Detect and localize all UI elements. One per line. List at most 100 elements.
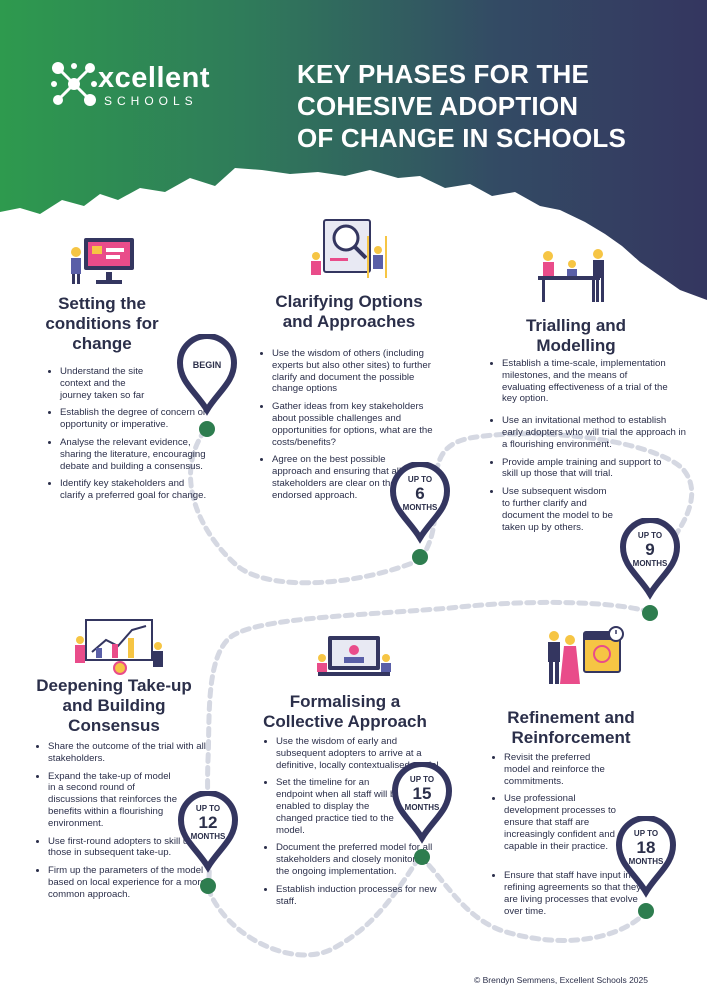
phase-5-title-line: Collective Approach xyxy=(263,712,427,731)
begin-marker: BEGIN xyxy=(176,332,238,438)
marker-number: 15 xyxy=(412,784,432,803)
phase-1-illustration xyxy=(71,238,134,284)
brand-logo: xcellent SCHOOLS xyxy=(48,58,258,118)
phase-4-title-line: and Building xyxy=(62,696,166,715)
marker-label: MONTHS xyxy=(632,559,668,568)
phase-6-point: Ensure that staff have input into refini… xyxy=(504,870,644,917)
marker-number: 9 xyxy=(645,540,655,559)
phase-5-title: Formalising a Collective Approach xyxy=(250,692,440,732)
marker-label: MONTHS xyxy=(190,832,226,841)
phase-2-point: Use the wisdom of others (including expe… xyxy=(272,348,440,395)
point-text: Gather ideas from key stakeholders about… xyxy=(272,401,433,448)
phase-6-point: Revisit the preferred model and reinforc… xyxy=(504,752,610,787)
phase-2-title-line: and Approaches xyxy=(282,312,416,331)
point-text: Set the timeline for an endpoint when al… xyxy=(276,777,401,836)
point-text: Use subsequent wisdom to further clarify… xyxy=(502,486,613,533)
point-text: Establish induction processes for new st… xyxy=(276,883,437,907)
point-text: Identify key stakeholders and clarify a … xyxy=(60,478,207,502)
map-pin-icon xyxy=(389,460,451,565)
phase-2-illustration xyxy=(311,219,387,278)
phase-3-point: Use subsequent wisdom to further clarify… xyxy=(502,486,614,533)
phase-2-title-line: Clarifying Options xyxy=(275,292,423,311)
brand-subtitle: SCHOOLS xyxy=(104,94,198,108)
phase-2-point: Gather ideas from key stakeholders about… xyxy=(272,401,440,448)
phase-4-points: Share the outcome of the trial with all … xyxy=(34,741,208,907)
phase-1-title-line: change xyxy=(72,334,132,353)
phase-2-title: Clarifying Options and Approaches xyxy=(254,292,444,332)
marker-number: 18 xyxy=(636,838,656,857)
point-text: Ensure that staff have input into refini… xyxy=(504,870,642,917)
phase-4-illustration xyxy=(75,619,163,675)
point-text: Use the wisdom of others (including expe… xyxy=(272,348,431,395)
map-pin-icon xyxy=(615,814,677,919)
phase-5-title-line: Formalising a xyxy=(289,692,401,711)
marker-label: UP TO xyxy=(633,829,659,838)
phase-1-title-line: conditions for xyxy=(45,314,159,333)
month-6-marker: UP TO 6 MONTHS xyxy=(389,460,451,566)
map-pin-icon xyxy=(177,789,239,894)
phase-4-point: Share the outcome of the trial with all … xyxy=(48,741,208,765)
point-text: Use the wisdom of early and subsequent a… xyxy=(276,736,442,771)
month-15-marker: UP TO 15 MONTHS xyxy=(391,760,453,866)
point-text: Document the preferred model for all sta… xyxy=(276,842,433,877)
phase-3-point: Provide ample training and support to sk… xyxy=(502,457,662,481)
copyright-footer: © Brendyn Semmens, Excellent Schools 202… xyxy=(474,975,648,985)
molecule-x-icon xyxy=(51,62,97,106)
title-line: KEY PHASES FOR THE xyxy=(297,59,590,89)
marker-number: 6 xyxy=(415,484,425,503)
phase-5-point: Use the wisdom of early and subsequent a… xyxy=(276,736,444,771)
phase-4-point: Firm up the parameters of the model base… xyxy=(48,865,208,900)
phase-4-point: Expand the take-up of model in a second … xyxy=(48,771,178,830)
point-text: Understand the site context and the jour… xyxy=(60,366,145,401)
title-line: OF CHANGE IN SCHOOLS xyxy=(297,123,627,153)
phase-5-points: Use the wisdom of early and subsequent a… xyxy=(262,736,444,913)
phase-1-title-line: Setting the xyxy=(58,294,146,313)
phase-6-illustration xyxy=(548,626,624,684)
phase-6-points: Revisit the preferred model and reinforc… xyxy=(490,752,664,924)
phase-4-title-line: Consensus xyxy=(68,716,160,735)
marker-label: MONTHS xyxy=(402,503,438,512)
point-text: Revisit the preferred model and reinforc… xyxy=(504,752,605,787)
marker-label: UP TO xyxy=(409,775,435,784)
point-text: Share the outcome of the trial with all … xyxy=(48,741,206,764)
point-text: Provide ample training and support to sk… xyxy=(502,456,662,480)
phase-2-point: Agree on the best possible approach and … xyxy=(272,454,404,501)
phase-5-point: Set the timeline for an endpoint when al… xyxy=(276,777,408,836)
phase-6-title-line: Refinement and xyxy=(507,708,635,727)
phase-1-point: Establish the degree of concern or oppor… xyxy=(60,407,210,431)
phase-6-title-line: Reinforcement xyxy=(511,728,631,747)
phase-5-illustration xyxy=(317,636,391,676)
brand-name: xcellent xyxy=(98,62,210,94)
phase-3-point: Use an invitational method to establish … xyxy=(502,415,688,450)
marker-label: BEGIN xyxy=(192,360,222,370)
map-pin-icon xyxy=(176,332,238,437)
phase-5-point: Establish induction processes for new st… xyxy=(276,884,444,908)
phase-2-points: Use the wisdom of others (including expe… xyxy=(258,348,440,508)
marker-label: UP TO xyxy=(637,531,663,540)
phase-1-point: Identify key stakeholders and clarify a … xyxy=(60,478,210,502)
title-line: COHESIVE ADOPTION xyxy=(297,91,579,121)
phase-3-illustration xyxy=(538,249,604,302)
month-18-marker: UP TO 18 MONTHS xyxy=(615,814,677,920)
point-text: Establish the degree of concern or oppor… xyxy=(60,407,207,431)
map-pin-icon xyxy=(391,760,453,865)
phase-3-title-line: Modelling xyxy=(536,336,616,355)
phase-3-title: Trialling and Modelling xyxy=(506,316,646,356)
phase-6-title: Refinement and Reinforcement xyxy=(496,708,646,748)
map-pin-icon xyxy=(619,516,681,621)
point-text: Use professional development processes t… xyxy=(504,793,616,852)
marker-label: MONTHS xyxy=(628,857,664,866)
marker-number: 12 xyxy=(198,813,218,832)
phase-5-point: Document the preferred model for all sta… xyxy=(276,842,444,877)
phase-3-title-line: Trialling and xyxy=(525,316,627,335)
phase-3-points: Establish a time-scale, implementation m… xyxy=(488,358,688,539)
point-text: Use an invitational method to establish … xyxy=(502,415,686,450)
phase-1-points: Understand the site context and the jour… xyxy=(46,366,210,508)
month-9-marker: UP TO 9 MONTHS xyxy=(619,516,681,622)
phase-4-title: Deepening Take-up and Building Consensus xyxy=(24,676,204,736)
point-text: Analyse the relevant evidence, sharing t… xyxy=(60,436,206,472)
point-text: Agree on the best possible approach and … xyxy=(272,454,402,501)
point-text: Firm up the parameters of the model base… xyxy=(48,865,206,900)
phase-1-title: Setting the conditions for change xyxy=(38,294,166,354)
marker-label: UP TO xyxy=(407,475,433,484)
